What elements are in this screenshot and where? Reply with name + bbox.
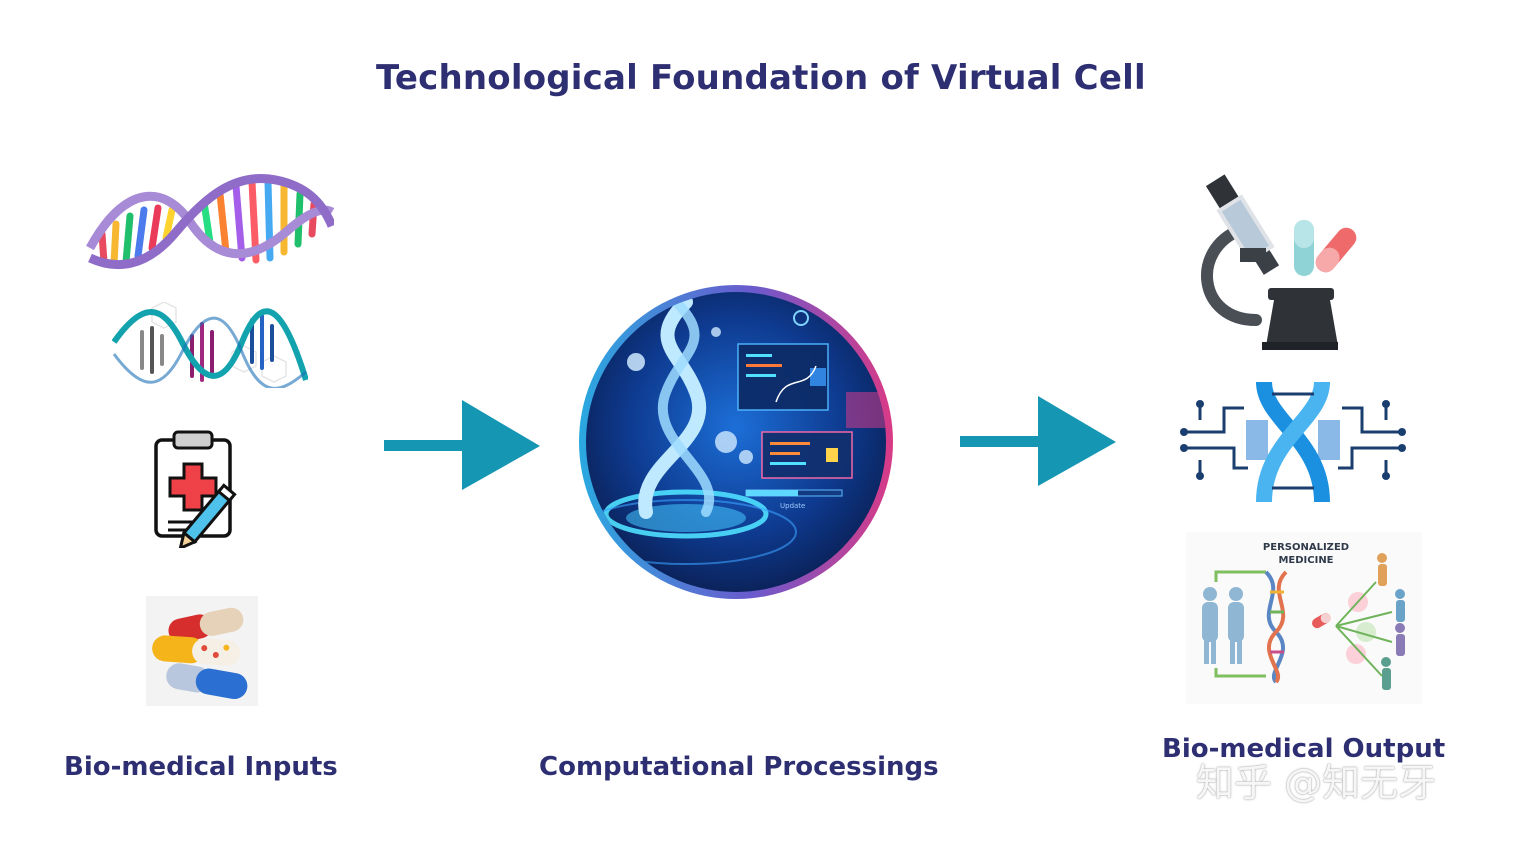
medical-record-icon <box>154 430 237 548</box>
diagram-title: Technological Foundation of Virtual Cell <box>376 58 1146 98</box>
watermark: 知乎 @知无牙 <box>1196 761 1437 805</box>
dna-computing-sphere-icon: Update <box>579 285 893 599</box>
microscope-pills-icon <box>1201 174 1357 350</box>
inputs-label: Bio-medical Inputs <box>64 752 338 782</box>
arrow-right-icon <box>960 396 1116 486</box>
processing-label: Computational Processings <box>539 752 939 782</box>
genome-sequence-icon <box>112 302 308 388</box>
personalized-medicine-icon: PERSONALIZED MEDICINE <box>1186 532 1422 704</box>
arrow-right-icon <box>384 400 540 490</box>
update-caption: Update <box>780 502 805 510</box>
dna-helix-icon <box>86 174 334 270</box>
pill-capsules-icon <box>146 596 258 706</box>
dna-circuit-icon <box>1180 381 1406 503</box>
personalized-label: PERSONALIZED <box>1263 542 1349 553</box>
output-label: Bio-medical Output <box>1162 734 1446 764</box>
medicine-label: MEDICINE <box>1278 555 1333 566</box>
